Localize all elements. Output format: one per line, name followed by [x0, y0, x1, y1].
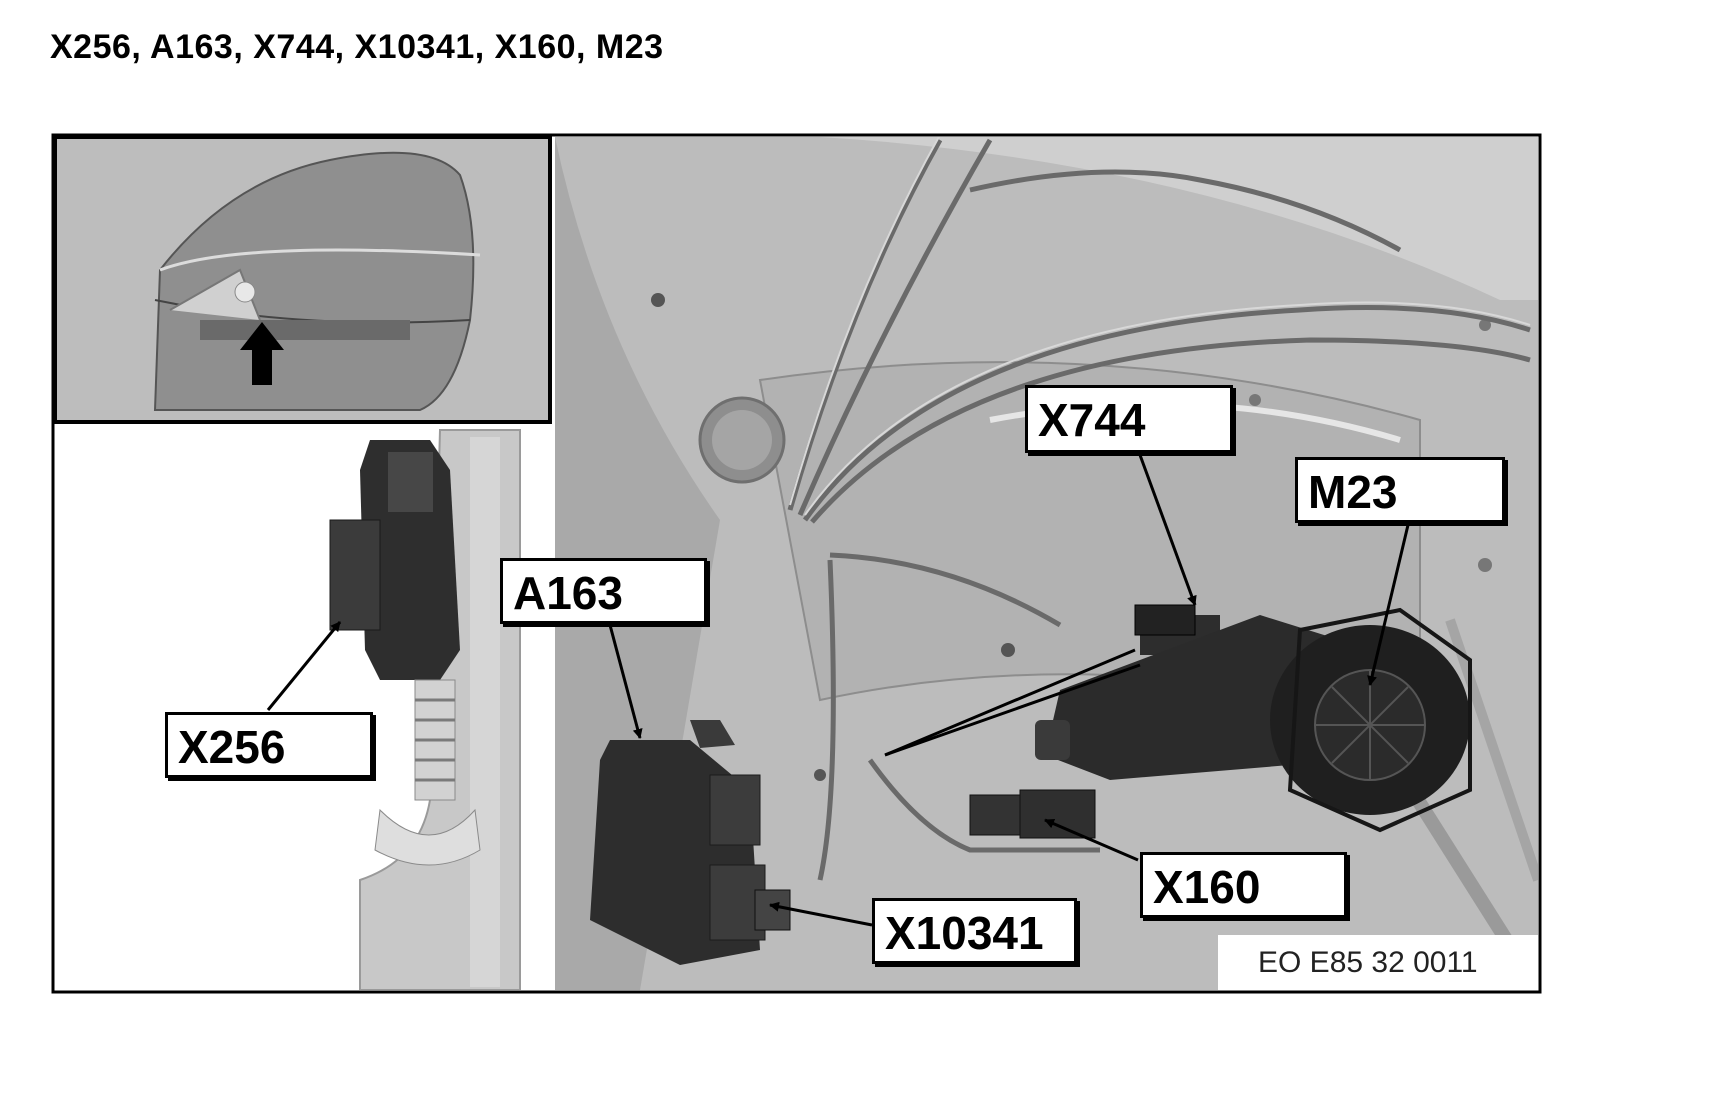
callout-a163: A163 — [500, 558, 707, 624]
image-code: EO E85 32 0011 — [1258, 946, 1478, 979]
x10341-arrow — [769, 901, 873, 927]
callout-x744: X744 — [1025, 385, 1233, 453]
callout-x10341: X10341 — [872, 898, 1077, 964]
callout-x256: X256 — [165, 712, 373, 778]
page-title: X256, A163, X744, X10341, X160, M23 — [50, 28, 664, 66]
x160-connector — [969, 789, 1096, 839]
x744-leader-a — [884, 648, 1136, 757]
callout-m23: M23 — [1295, 457, 1505, 523]
x744-connector — [1134, 604, 1196, 636]
a163-arrow — [608, 624, 643, 739]
m23-motor — [1035, 607, 1472, 833]
x10341-connector — [754, 889, 791, 931]
x256-arrow — [266, 621, 342, 711]
x744-arrow — [1138, 454, 1197, 606]
m23-arrow — [1367, 524, 1410, 686]
x744-leader-b — [884, 663, 1141, 757]
callout-x160: X160 — [1140, 852, 1347, 918]
locator-inset — [53, 135, 552, 424]
x160-arrow — [1044, 818, 1139, 862]
wiring-harness — [787, 138, 1531, 881]
x256-connector — [329, 440, 481, 866]
locator-arrow — [240, 322, 284, 385]
